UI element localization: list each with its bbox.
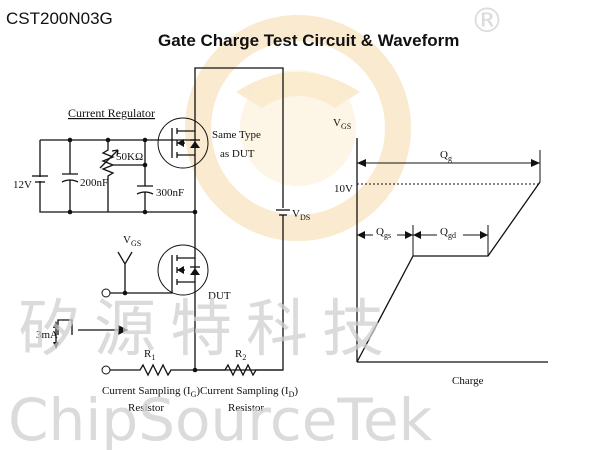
qg-arrow-right bbox=[531, 159, 540, 167]
junction-dot bbox=[142, 137, 148, 143]
vgs-curve bbox=[356, 181, 541, 363]
pot-50k-label: 50KΩ bbox=[116, 151, 143, 163]
qgd-arrow-left bbox=[413, 231, 421, 239]
battery-gap bbox=[38, 177, 42, 181]
qg-label: Qg bbox=[440, 149, 452, 163]
vds-label: VDS bbox=[292, 208, 310, 222]
upper-mosfet-arrow bbox=[177, 139, 184, 147]
same-type-label-1: Same Type bbox=[212, 129, 261, 141]
r1-label: R1 bbox=[144, 348, 155, 362]
upper-mosfet bbox=[157, 117, 209, 169]
source-arrow-head bbox=[118, 325, 128, 335]
pot-arrow bbox=[99, 149, 119, 169]
dut-label: DUT bbox=[208, 290, 231, 302]
current-regulator-label: Current Regulator bbox=[68, 106, 155, 120]
vgs-probe-label: VGS bbox=[123, 234, 141, 248]
supply-12v-label: 12V bbox=[13, 179, 32, 191]
same-type-label-2: as DUT bbox=[220, 148, 255, 160]
pulse-arrow-down bbox=[53, 342, 59, 349]
gate-charge-waveform: VGS Charge 10V Qg Qgs Qgd bbox=[333, 117, 548, 387]
qgs-label-bg bbox=[373, 225, 397, 239]
watermark-english: ChipSourceTek bbox=[8, 386, 433, 450]
watermark-core bbox=[240, 70, 356, 186]
qgs-label: Qgs bbox=[376, 226, 391, 240]
qgs-arrow-right bbox=[405, 231, 413, 239]
junction-dot bbox=[67, 209, 73, 215]
qgd-label: Qgd bbox=[440, 226, 456, 240]
gate-terminal bbox=[101, 288, 111, 298]
upper-mosfet-diode bbox=[190, 141, 200, 148]
resistor-id-label: Resistor bbox=[228, 402, 264, 414]
resistor-r2 bbox=[195, 363, 283, 377]
junction-dot bbox=[67, 137, 73, 143]
sampling-ig-label: Current Sampling (IG) bbox=[102, 385, 200, 399]
part-number: CST200N03G bbox=[6, 9, 113, 28]
r2-label: R2 bbox=[235, 348, 246, 362]
dut-gate-wire bbox=[110, 285, 173, 294]
qg-arrow-left bbox=[357, 159, 366, 167]
cap-300nf-label: 300nF bbox=[156, 187, 184, 199]
cap-200nf bbox=[61, 140, 79, 212]
source-3ma-label: 3mA bbox=[36, 329, 58, 341]
charge-axis-label: Charge bbox=[452, 375, 484, 387]
vgs-probe bbox=[117, 251, 133, 293]
pot-50k bbox=[101, 140, 115, 212]
resistor-ig-label: Resistor bbox=[128, 402, 164, 414]
dut-diode bbox=[190, 268, 200, 275]
pot-arrow-head bbox=[111, 149, 119, 157]
dut-mosfet-body bbox=[157, 244, 209, 296]
dut-mosfet bbox=[110, 240, 209, 370]
page-title: Gate Charge Test Circuit & Waveform bbox=[158, 31, 459, 50]
dut-arrow bbox=[177, 266, 184, 274]
test-circuit: Current Regulator 12V 200nF 50KΩ 300nF bbox=[13, 67, 310, 414]
drain-top-wire bbox=[194, 67, 284, 208]
cap-200nf-label: 200nF bbox=[80, 177, 108, 189]
qgd-label-bg bbox=[437, 225, 463, 239]
junction-dot bbox=[192, 209, 198, 215]
watermark-logo: ® bbox=[185, 1, 504, 241]
junction-dot bbox=[105, 137, 111, 143]
watermark-ring bbox=[185, 15, 411, 241]
junction-dot bbox=[142, 209, 148, 215]
qgs-arrow-left bbox=[357, 231, 365, 239]
registered-mark: ® bbox=[470, 1, 504, 41]
pulse-arrow-up bbox=[53, 321, 59, 328]
junction-dot bbox=[122, 290, 128, 296]
upper-mosfet-body bbox=[157, 117, 209, 169]
sampling-id-label: Current Sampling (ID) bbox=[200, 385, 298, 399]
source-terminal bbox=[101, 365, 111, 375]
resistor-r1 bbox=[110, 363, 195, 377]
vgs-axis-label: VGS bbox=[333, 117, 351, 131]
watermark-chinese: 矽源特科技 bbox=[18, 292, 398, 365]
cap-300nf bbox=[136, 165, 154, 212]
level-10v-label: 10V bbox=[334, 183, 353, 195]
qgd-arrow-right bbox=[480, 231, 488, 239]
junction-dot bbox=[192, 367, 198, 373]
junction-dot bbox=[142, 162, 148, 168]
